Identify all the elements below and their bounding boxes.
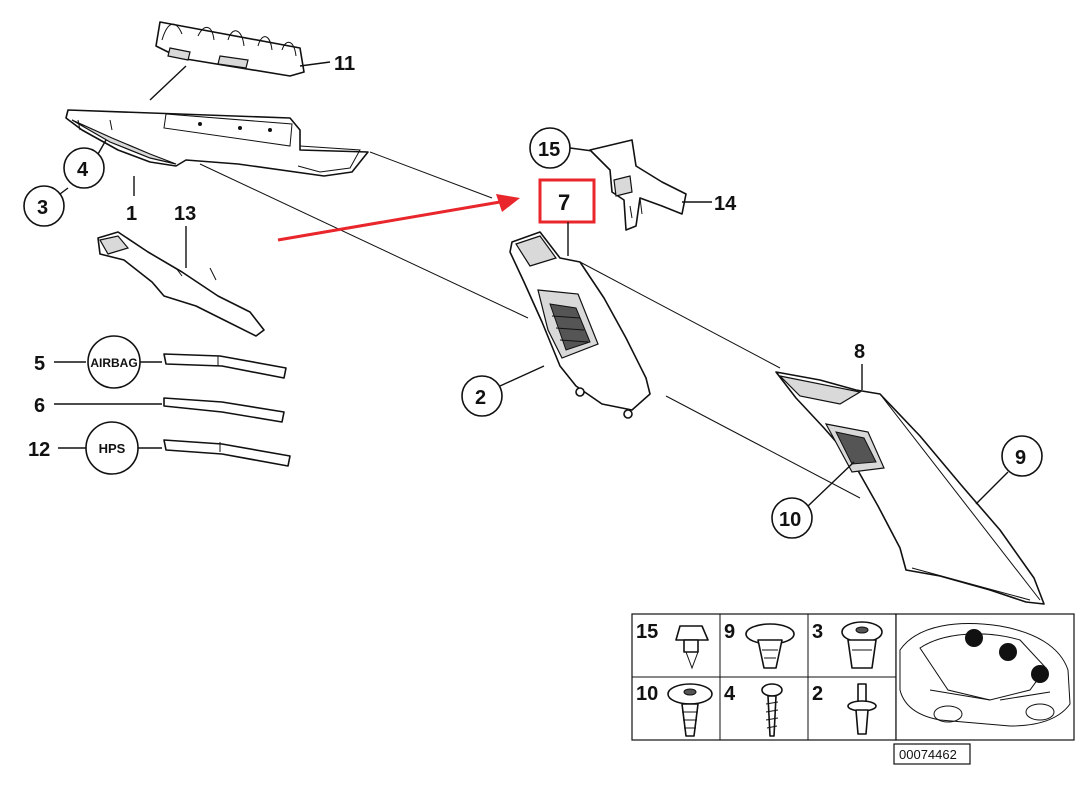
label-10: 10	[779, 509, 801, 531]
label-9: 9	[1015, 447, 1026, 469]
fastener-label-2: 2	[812, 683, 823, 705]
marker-rear	[1031, 665, 1049, 683]
callout-circle-9	[1001, 435, 1043, 477]
part-11-bracket	[155, 21, 305, 77]
diagram-number-box	[893, 743, 971, 765]
highlight-box	[538, 178, 596, 224]
part-5-strip	[163, 353, 287, 379]
fastener-label-10: 10	[636, 683, 658, 705]
label-6: 6	[34, 395, 45, 417]
label-12: 12	[28, 439, 50, 461]
marker-c-pillar	[999, 643, 1017, 661]
label-11: 11	[334, 53, 355, 75]
guide-line-1	[199, 163, 529, 319]
part-9-pillar	[775, 371, 1045, 605]
fastener-label-3: 3	[812, 621, 823, 643]
leader-11	[299, 61, 331, 67]
hps-badge-text: HPS	[99, 441, 126, 456]
leader-2	[499, 365, 545, 387]
guide-line-3	[579, 261, 781, 369]
fastener-grid: 15 9 3 10 4	[631, 613, 1075, 741]
diagram-number: 00074462	[899, 747, 957, 762]
fastener-10-screw-icon	[667, 683, 713, 737]
leader-9	[975, 471, 1009, 505]
part-2-pillar	[509, 231, 651, 419]
airbag-badge-text: AIRBAG	[90, 356, 137, 370]
fastener-4-screw-icon	[761, 683, 783, 737]
leader-4	[97, 139, 107, 155]
fastener-2-pin-icon	[847, 683, 877, 735]
marker-b-pillar	[965, 629, 983, 647]
fastener-label-9: 9	[724, 621, 735, 643]
leader-11b	[149, 65, 187, 101]
label-8: 8	[854, 341, 865, 363]
label-4: 4	[77, 159, 89, 181]
label-5: 5	[34, 353, 45, 375]
fastener-15-cap-icon	[675, 625, 709, 670]
leader-10	[807, 461, 855, 507]
fastener-label-15: 15	[636, 621, 658, 643]
part-12-strip	[163, 439, 291, 467]
label-15: 15	[538, 139, 560, 161]
label-7: 7	[558, 190, 570, 215]
label-3: 3	[37, 197, 48, 219]
part-6-strip	[163, 397, 285, 423]
fastener-label-4: 4	[724, 683, 736, 705]
callout-circle-2	[461, 375, 503, 417]
fastener-3-clip-icon	[841, 621, 883, 669]
label-1: 1	[126, 203, 137, 225]
guide-line-4	[665, 395, 861, 499]
part-1-trim	[65, 109, 369, 177]
highlight-arrow	[277, 200, 501, 242]
highlight-arrow-head	[496, 194, 520, 212]
label-2: 2	[475, 387, 486, 409]
guide-line-2	[369, 151, 493, 199]
part-13-bracket	[97, 231, 265, 337]
leader-3	[59, 187, 69, 195]
label-13: 13	[174, 203, 196, 225]
callout-circle-10	[771, 497, 813, 539]
callout-circle-3	[23, 185, 65, 227]
part-14-bracket	[589, 139, 687, 231]
car-location-icon	[899, 623, 1071, 727]
callout-circle-4	[63, 147, 105, 189]
fastener-9-clip-icon	[745, 623, 795, 669]
label-14: 14	[714, 193, 737, 215]
